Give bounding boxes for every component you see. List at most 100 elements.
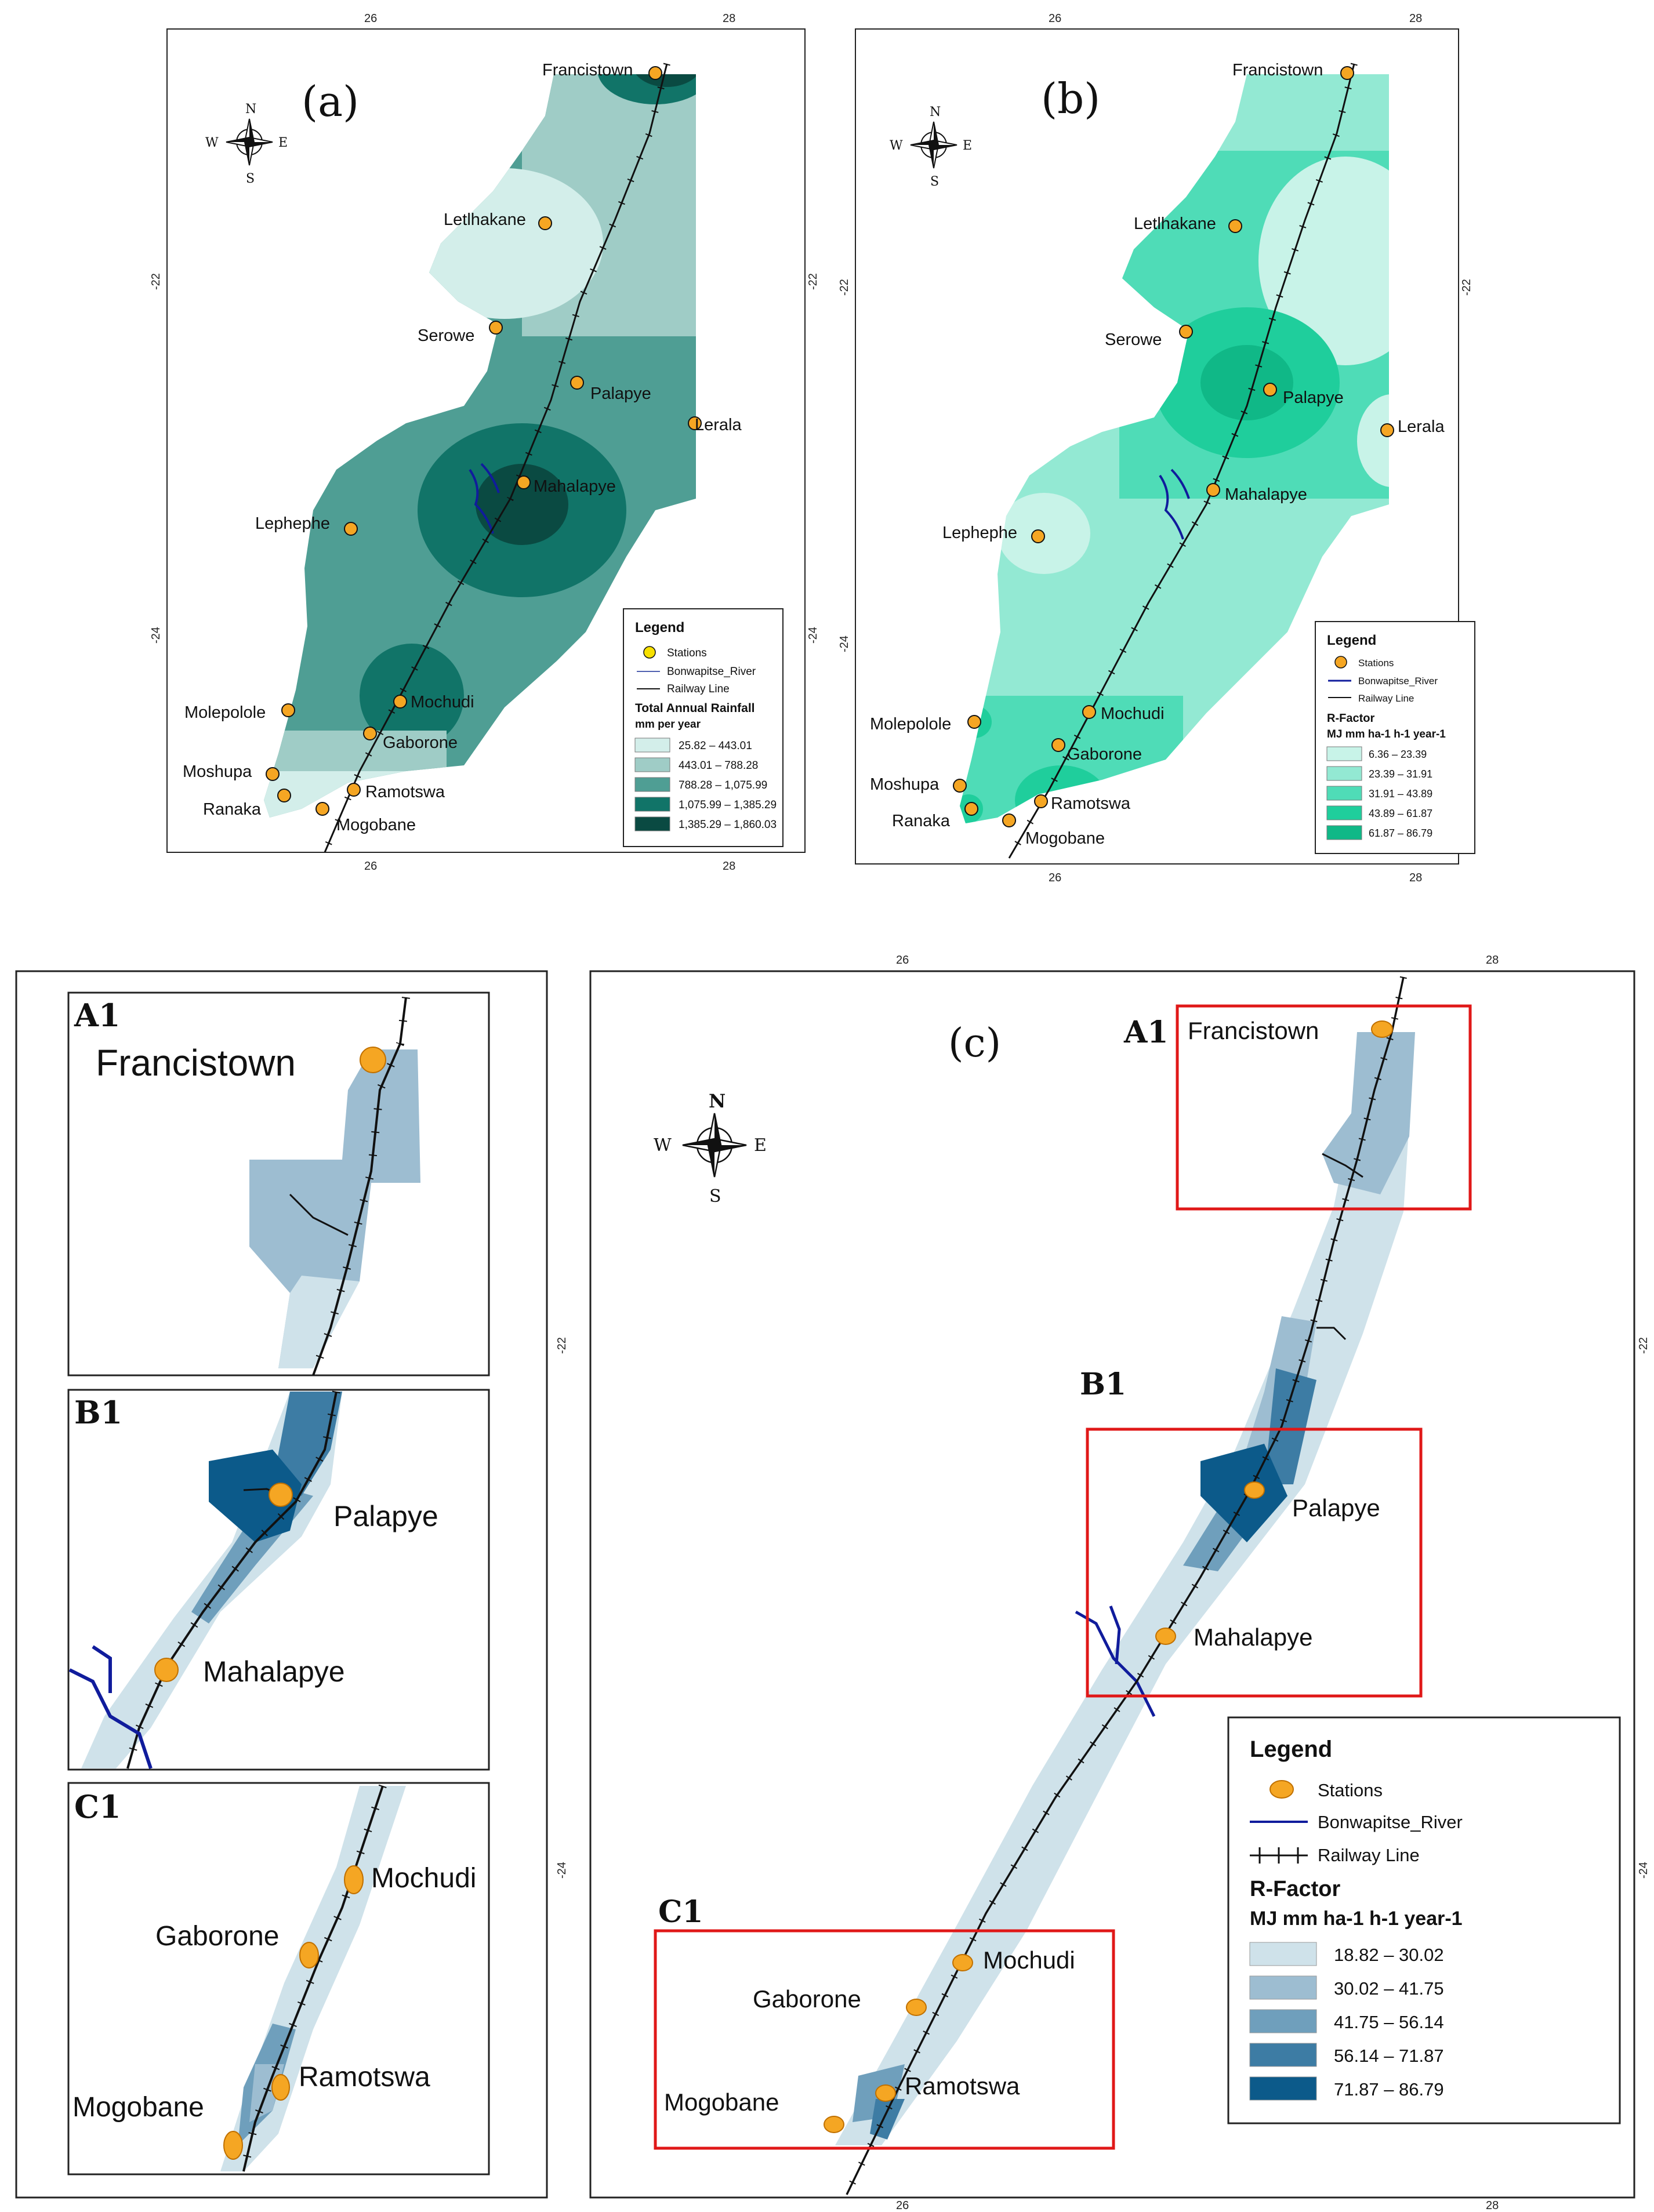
insets-column: A1 Francistown B1 Palapye Mahalapye (15, 970, 548, 2199)
class-swatch (1249, 1942, 1317, 1966)
panel-a-label: (a) (302, 77, 359, 126)
tick-lon-26-bottom: 26 (896, 2199, 909, 2212)
station-label: Molepolole (184, 703, 266, 722)
station-label: Letlhakane (444, 210, 526, 229)
station-marker (1002, 813, 1016, 827)
river-b (1159, 468, 1190, 540)
class-label: 61.87 – 86.79 (1369, 827, 1432, 839)
station-label: Palapye (1283, 388, 1344, 407)
station-label: Palapye (590, 384, 651, 403)
panel-c: 26 28 26 28 -22 -24 -22 -24 A1 (556, 954, 1650, 2212)
station-marker (1263, 383, 1277, 397)
station-marker (1228, 219, 1242, 233)
station-marker (967, 715, 981, 729)
legend-rail-ties (1258, 1847, 1299, 1864)
station-label: Ramotswa (365, 783, 445, 801)
rail-spur-c (1322, 1153, 1363, 1178)
legend-c: Legend Stations Bonwapitse_River Railway… (1227, 1716, 1621, 2124)
legend-station-symbol (643, 646, 656, 659)
inset-a1: A1 Francistown (67, 991, 490, 1377)
station-label: Ramotswa (1051, 794, 1131, 813)
legend-item: Bonwapitse_River (1318, 1812, 1463, 1832)
station-marker (964, 802, 978, 816)
tick-lat-22-left: -22 (150, 273, 162, 290)
station-marker (393, 695, 407, 709)
inset-tag-a1-main: A1 (1123, 1015, 1169, 1050)
station-marker (953, 779, 967, 793)
tick-lon-28-top: 28 (723, 12, 735, 25)
station-marker (1082, 705, 1096, 719)
class-label: 23.39 – 31.91 (1369, 768, 1432, 780)
station-marker (648, 66, 662, 80)
panel-b: 26 28 26 28 -22 -24 -22 -24 (838, 12, 1475, 884)
class-swatch (1326, 786, 1362, 801)
compass-n-a: N (245, 102, 256, 117)
station-marker (363, 727, 377, 740)
station-label: Mogobane (72, 2092, 204, 2123)
station-label: Mogobane (1025, 829, 1105, 848)
tick-lat-24-left: -24 (838, 635, 851, 652)
legend-item: Stations (667, 647, 707, 659)
station-marker (266, 767, 280, 781)
station-label: Ramotswa (299, 2062, 430, 2093)
legend-variable-b: R-Factor (1327, 712, 1374, 725)
station-marker (906, 1999, 927, 2016)
river-c (1075, 1606, 1156, 1717)
rail-spur-c (1316, 1327, 1347, 1341)
legend-item: Bonwapitse_River (667, 666, 756, 678)
stations-b: Francistown Letlhakane Serowe Palapye Le… (870, 61, 1445, 848)
legend-a: Legend Stations Bonwapitse_River Railway… (623, 608, 784, 847)
station-label: Lephephe (255, 514, 330, 533)
compass-c: N S E W (654, 1090, 767, 1207)
class-label: 1,075.99 – 1,385.29 (679, 799, 777, 811)
legend-variable-a: Total Annual Rainfall (635, 702, 755, 715)
legend-station-symbol (1269, 1780, 1294, 1799)
class-label: 41.75 – 56.14 (1334, 2012, 1444, 2032)
class-label: 443.01 – 788.28 (679, 760, 758, 772)
station-label: Palapye (333, 1500, 438, 1532)
tick-lon-26-top: 26 (896, 954, 909, 967)
class-swatch (1249, 2043, 1317, 2067)
legend-item: Stations (1318, 1780, 1383, 1800)
compass-e-a: E (278, 136, 288, 150)
compass-e-c: E (754, 1135, 767, 1156)
class-label: 43.89 – 61.87 (1369, 808, 1432, 819)
rfactor-band (1316, 1316, 1351, 1357)
tick-lon-28-bottom: 28 (723, 860, 735, 873)
station-marker (360, 1047, 386, 1073)
compass-e-b: E (963, 139, 972, 153)
station-label: Mochudi (1101, 704, 1165, 723)
station-marker (875, 2084, 896, 2102)
station-label: Mahalapye (1225, 485, 1307, 504)
tick-lat-22-left: -22 (556, 1337, 568, 1354)
station-label: Mochudi (983, 1946, 1075, 1974)
class-swatch (1326, 746, 1362, 761)
station-marker (299, 1942, 319, 1968)
legend-title-a: Legend (635, 620, 684, 635)
station-marker (344, 522, 358, 536)
rfactor-band (273, 1392, 342, 1496)
tick-lon-28-bottom: 28 (1409, 871, 1422, 884)
panel-a: 26 28 26 28 -22 -24 -22 -24 (150, 12, 819, 873)
compass-n-b: N (930, 105, 941, 119)
class-label: 788.28 – 1,075.99 (679, 779, 767, 791)
railway-b (1008, 63, 1355, 859)
tick-lat-24-right: -24 (807, 627, 819, 644)
station-label: Ramotswa (905, 2072, 1020, 2100)
station-label: Palapye (1292, 1494, 1380, 1521)
legend-item: Railway Line (667, 683, 730, 695)
river-b1 (68, 1645, 153, 1769)
class-label: 6.36 – 23.39 (1369, 749, 1427, 760)
class-label: 31.91 – 43.89 (1369, 788, 1432, 800)
station-marker (269, 1483, 293, 1507)
compass-w-a: W (205, 136, 219, 150)
stations-c: Francistown Palapye Mahalapye Mochudi Ga… (664, 1017, 1393, 2133)
station-label: Mahalapye (1194, 1623, 1312, 1651)
station-marker (570, 376, 584, 390)
legend-item: Bonwapitse_River (1358, 675, 1438, 687)
station-label: Francistown (1188, 1017, 1319, 1044)
station-label: Mogobane (664, 2088, 779, 2116)
inset-b1: B1 Palapye Mahalapye (67, 1389, 490, 1771)
station-label: Mochudi (411, 693, 474, 711)
station-label: Ranaka (203, 800, 262, 819)
